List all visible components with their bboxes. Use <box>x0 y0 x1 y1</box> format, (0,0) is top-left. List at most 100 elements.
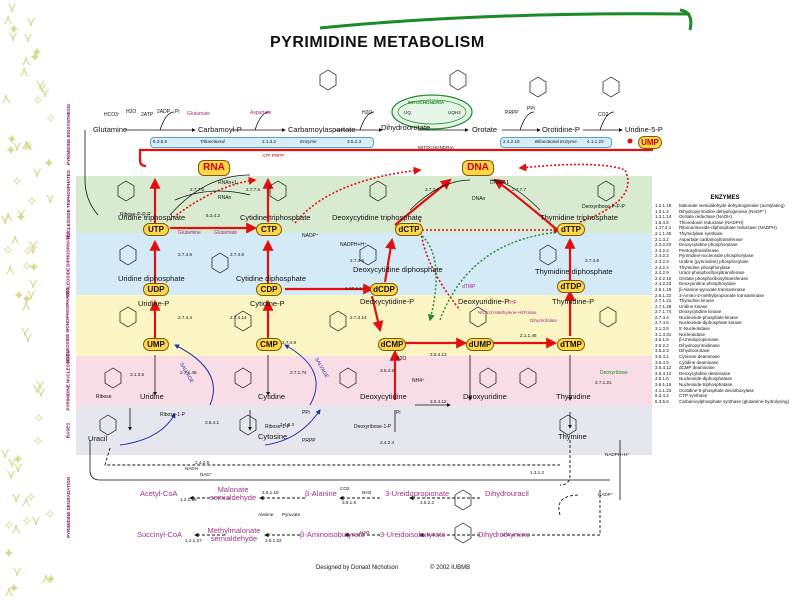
dna-node[interactable]: DNA <box>462 160 494 176</box>
decoration-glyph: ⋎ <box>32 164 43 180</box>
enzyme-name: Pyrimidine-nucleoside phosphorylase <box>679 253 754 259</box>
h2o-mid-label: H2O <box>396 356 407 362</box>
enzyme-name: Nucleoside-diphosphate kinase <box>679 320 742 326</box>
ec-number: 2.4.2.9 <box>195 460 210 465</box>
decoration-glyph: ✧ <box>25 489 37 505</box>
enzyme-name: β-Alanine-pyruvate transaminase <box>679 286 746 292</box>
hco3-label: HCO3⁻ <box>104 112 121 118</box>
decoration-glyph: ⋎ <box>36 384 47 400</box>
decoration-glyph: ✦ <box>8 21 20 37</box>
designer-credit: Designed by Donald Nicholson <box>316 565 399 571</box>
dtmp-node[interactable]: dTMP <box>557 338 585 351</box>
orotidine-p-label: Orotidine-P <box>542 125 580 134</box>
nh4-label: NH4⁺ <box>412 378 425 384</box>
ec-number: 3.5.4.5 <box>380 368 395 373</box>
pi-label: Pi <box>396 410 401 416</box>
enzyme-ec: 2.4.2.3 <box>655 253 669 259</box>
degradation-row1-item: Dihydrouracil <box>485 489 529 498</box>
dttp-node[interactable]: dTTP <box>557 223 585 236</box>
decoration-glyph: ⋎ <box>7 454 18 470</box>
bifunctional-label: Bifunctional Enzyme <box>535 139 577 144</box>
carbamoyl-p-label: Carbamoyl-P <box>198 125 242 134</box>
degradation-row1-item: Malonate semialdehyde <box>209 485 257 502</box>
enzyme-label: Enzyme <box>300 139 317 144</box>
decoration-glyph: ⋏ <box>3 208 14 224</box>
ribose1p-label: Ribose-1-P <box>160 412 186 418</box>
enzyme-ec: 2.6.1.22 <box>655 292 672 298</box>
dctp-node[interactable]: dCTP <box>395 223 423 236</box>
band-label-diphosphates: NUCLEOSIDE DIPHOSPHATES <box>65 231 71 297</box>
copyright: © 2002 IUBMB <box>430 565 471 571</box>
udp-node[interactable]: UDP <box>143 283 169 296</box>
decoration-glyph: ⋏ <box>23 137 34 153</box>
ump-top-node[interactable]: UMP <box>638 136 662 149</box>
enzyme-ec: 2.4.2.3 <box>655 258 669 264</box>
enzyme-name: Carbamoylphosphate synthase (glutamine-h… <box>679 398 790 404</box>
deoxyribose-ppp-label: Deoxyribose-P-P-P <box>582 204 625 210</box>
h2o-b-label: H2O <box>362 110 373 116</box>
decoration-glyph: ⋏ <box>19 63 30 79</box>
decoration-glyph: ⋎ <box>26 13 37 29</box>
dcdp-node[interactable]: dCDP <box>370 283 398 296</box>
h2o-label: H2O <box>126 109 137 115</box>
decoration-glyph: ⋎ <box>12 138 23 154</box>
band-label-bases: BASES <box>65 422 71 438</box>
decoration-glyph: ✧ <box>21 258 33 274</box>
rna-n-label: RNAn <box>218 195 232 201</box>
enzyme-ec: 2.4.2.9 <box>655 270 669 276</box>
utp-node[interactable]: UTP <box>143 223 169 236</box>
enzyme-name: Uracil phosphoribosyltransferase <box>679 270 745 276</box>
enzyme-ec: 1.17.4.1 <box>655 225 672 231</box>
decoration-glyph: ⋎ <box>32 380 43 396</box>
decoration-glyph: ✧ <box>45 110 57 126</box>
decoration-glyph: ✦ <box>28 259 40 275</box>
page-title: PYRIMIDINE METABOLISM <box>270 34 485 51</box>
cmp-node[interactable]: CMP <box>256 338 282 351</box>
enzyme-name: Orotate reductase (NADH) <box>679 214 733 220</box>
decoration-glyph: ⋎ <box>31 512 42 528</box>
cytidine-label: Cytidine <box>258 392 286 401</box>
enzyme-ec: 2.6.1.19 <box>655 286 672 292</box>
decoration-glyph: ✧ <box>44 506 56 522</box>
ctp-node[interactable]: CTP <box>256 223 282 236</box>
glutamate-mid-label: Glutamate <box>214 230 238 236</box>
degradation-arrows <box>104 440 601 538</box>
enzyme-ec: 3.5.4.1 <box>655 354 669 360</box>
dump-node[interactable]: dUMP <box>466 338 494 351</box>
ec-number: 2.7.4.6 <box>178 252 193 257</box>
cdp-node[interactable]: CDP <box>256 283 282 296</box>
decoration-glyph: ⋎ <box>37 79 48 95</box>
degradation-row2-item: Dihydrothymine <box>478 530 531 539</box>
rna-node[interactable]: RNA <box>198 160 230 176</box>
decoration-glyph: ⋏ <box>1 90 12 106</box>
degradation-ec: 2.6.1.22 <box>265 538 282 543</box>
degradation-row2-item: Succinyl-CoA <box>137 530 183 539</box>
dihydroorotate-label: Dihydroorotate <box>381 123 431 132</box>
enzyme-ec: 4.1.1.23 <box>655 387 672 393</box>
enzyme-row: 2.4.2.3 Pyrimidine-nucleoside phosphoryla… <box>655 253 795 259</box>
band-label-triphosphates: NUCLEOSIDE TRIPHOSPHATES <box>65 170 71 239</box>
degradation-ec: 3.5.1.6 <box>342 500 357 505</box>
enzyme-name: Thymidine phosphorylase <box>679 264 731 270</box>
mitochondria-title: MITOCHONDRIA <box>408 100 445 105</box>
enzyme-name: Nucleoside-phosphate kinase <box>679 314 739 320</box>
dtdp-node[interactable]: dTDP <box>557 280 585 293</box>
ump-node[interactable]: UMP <box>143 338 169 351</box>
adp-label: 2ADP <box>157 109 171 115</box>
trifunctional-enzyme-bar <box>150 137 374 148</box>
dcmp-node[interactable]: dCMP <box>378 338 406 351</box>
uridine-label: Uridine <box>140 392 164 401</box>
ec-number: 2.7.1.74 <box>290 370 307 375</box>
degradation-row1-item: Acetyl-CoA <box>140 489 178 498</box>
glutamate-label: Glutamate <box>187 111 211 117</box>
glutamine-mid-label: Glutamine <box>178 230 201 236</box>
